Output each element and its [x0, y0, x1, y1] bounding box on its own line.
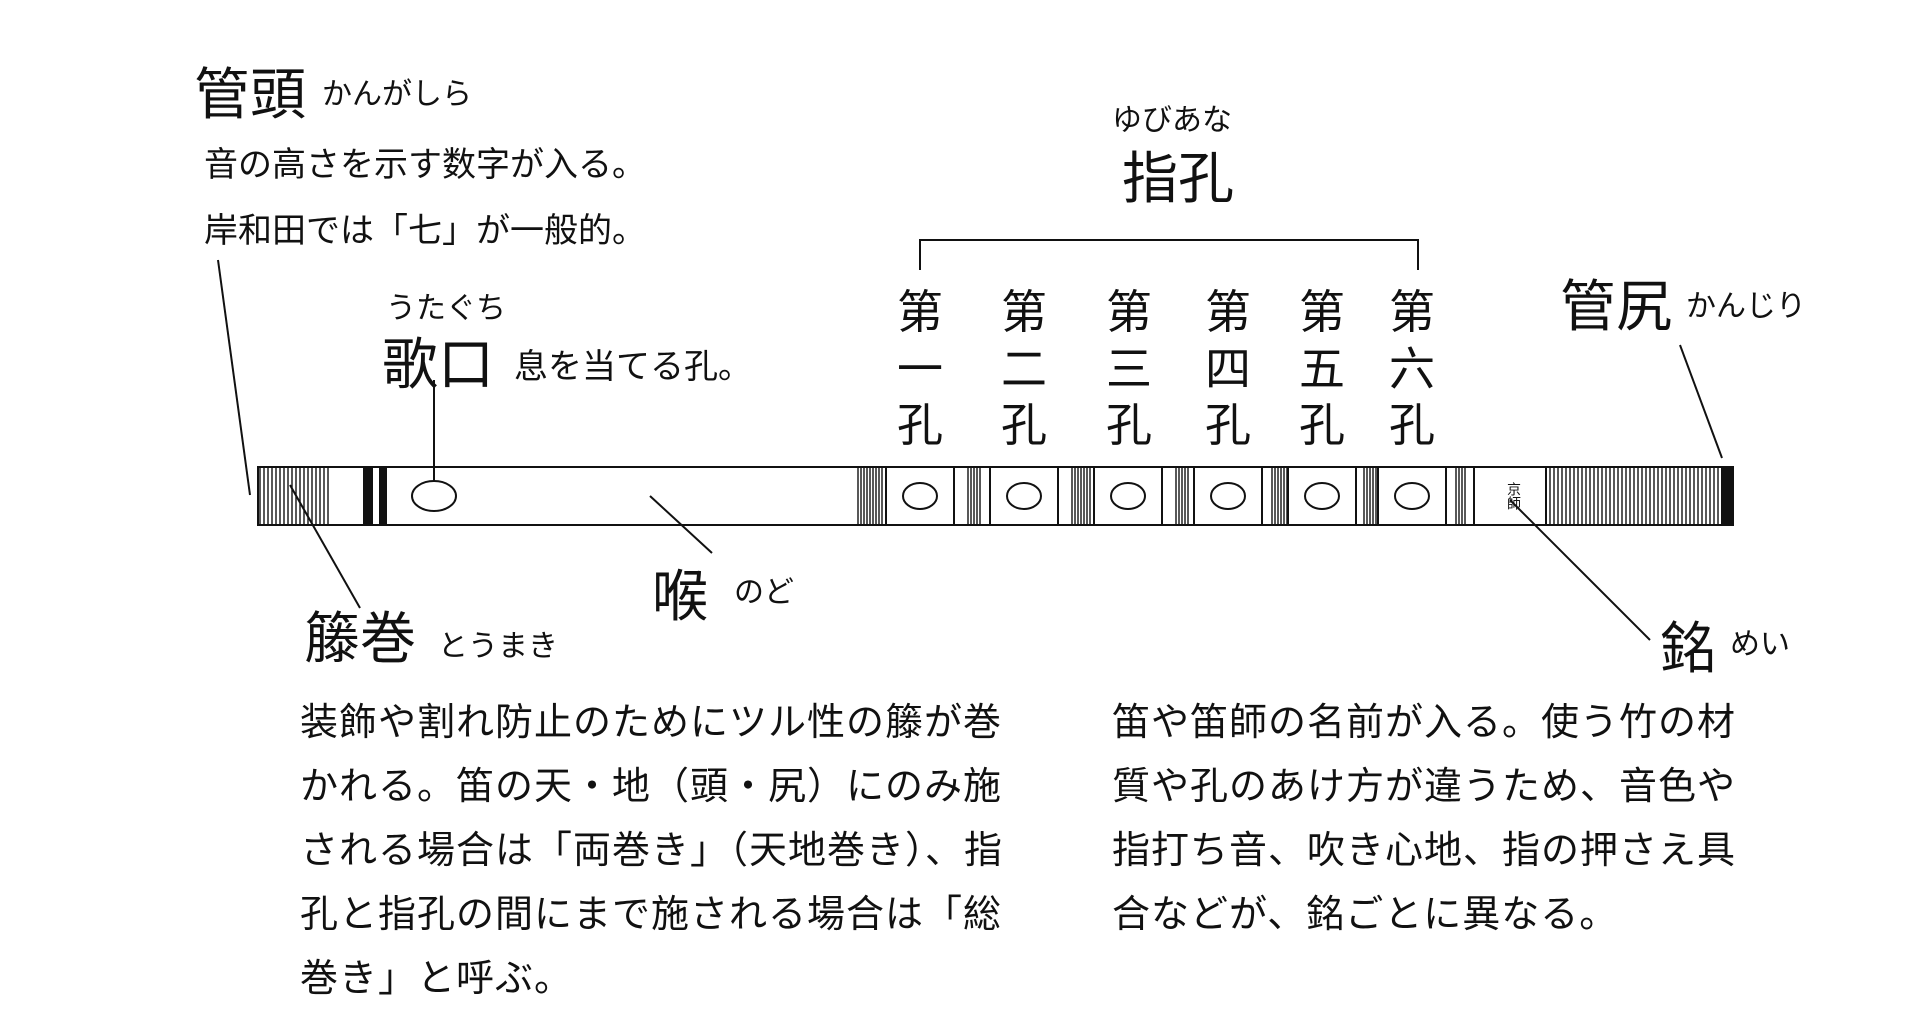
leader-kangashira: [217, 259, 251, 496]
finger-hole: [1006, 482, 1042, 510]
finger-hole-panel: [1093, 466, 1163, 526]
yubiana-term: 指孔: [1122, 147, 1234, 212]
mei-desc: 笛や笛師の名前が入る。使う竹の材質や孔のあけ方が違うため、音色や指打ち音、吹き心…: [1112, 700, 1737, 936]
mei-reading: めい: [1730, 627, 1790, 662]
hole-label-1: 第一孔: [897, 285, 943, 453]
binding-band: [1721, 466, 1734, 526]
binding-tail: [1549, 466, 1734, 526]
finger-hole-panel: [1377, 466, 1447, 526]
leader-kanjiri: [1679, 344, 1723, 459]
leader-mei: [1509, 499, 1651, 641]
utaguchi-desc: 息を当てる孔。: [514, 347, 752, 387]
finger-hole-panel: [885, 466, 955, 526]
finger-hole-panel: [989, 466, 1059, 526]
finger-hole: [1304, 482, 1340, 510]
finger-hole-panel: [1193, 466, 1263, 526]
kanjiri-reading: かんじり: [1686, 289, 1806, 324]
nodo-term: 喉: [652, 565, 708, 630]
binding-band: [363, 466, 373, 526]
nodo-reading: のど: [734, 575, 794, 610]
binding-band: [379, 466, 387, 526]
mei-stamp: 京師: [1505, 482, 1521, 510]
yubiana-reading: ゆびあな: [1112, 103, 1232, 138]
hole-label-2: 第二孔: [1001, 285, 1047, 453]
finger-hole: [902, 482, 938, 510]
finger-hole: [1210, 482, 1246, 510]
toumaki-term: 籐巻: [304, 607, 416, 672]
kangashira-desc-2: 岸和田では「七」が一般的。: [204, 211, 646, 251]
leader-toumaki: [289, 484, 361, 609]
mei-term: 銘: [1660, 617, 1716, 682]
finger-hole: [1110, 482, 1146, 510]
hole-label-3: 第三孔: [1106, 285, 1152, 453]
toumaki-desc: 装飾や割れ防止のためにツル性の籐が巻かれる。笛の天・地（頭・尻）にのみ施される場…: [300, 700, 1004, 1000]
mei-panel: [1473, 466, 1547, 526]
utaguchi-term: 歌口: [382, 333, 494, 398]
hole-label-5: 第五孔: [1299, 285, 1345, 453]
kangashira-reading: かんがしら: [322, 77, 472, 112]
yubiana-bracket: [919, 239, 1419, 270]
finger-holes: [885, 466, 1547, 526]
kangashira-desc-1: 音の高さを示す数字が入る。: [204, 145, 646, 185]
kangashira-term: 管頭: [194, 63, 306, 128]
utaguchi-reading: うたぐち: [386, 291, 506, 326]
leader-nodo: [649, 495, 713, 554]
finger-hole-panel: [1287, 466, 1357, 526]
finger-hole: [1394, 482, 1430, 510]
hole-label-4: 第四孔: [1205, 285, 1251, 453]
kanjiri-term: 管尻: [1560, 275, 1672, 340]
hole-label-6: 第六孔: [1389, 285, 1435, 453]
toumaki-reading: とうまき: [438, 629, 558, 664]
